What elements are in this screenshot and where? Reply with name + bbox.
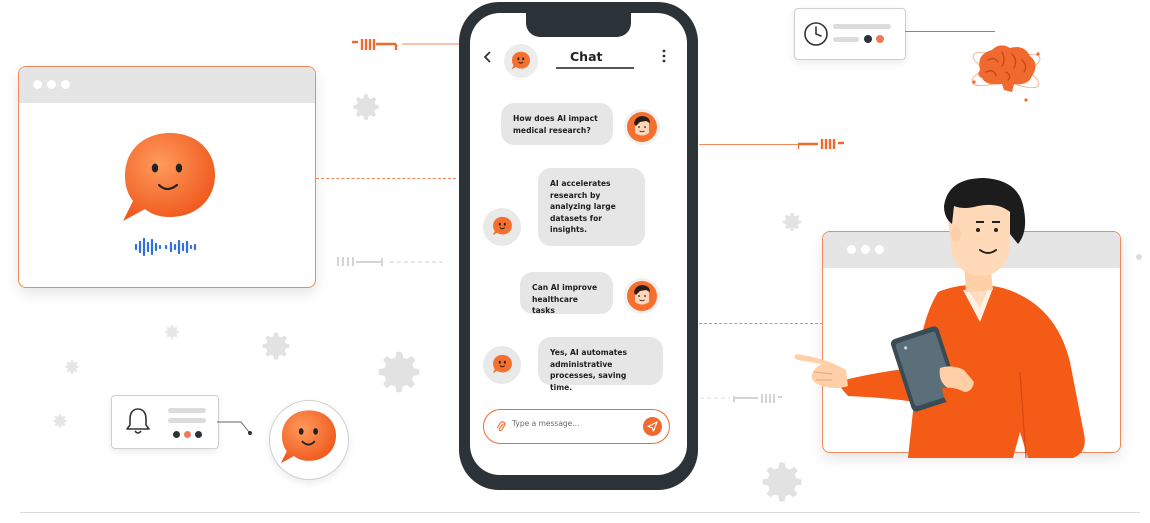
chat-title: Chat — [570, 49, 603, 64]
connector-line — [699, 144, 799, 145]
gear-icon — [262, 332, 290, 360]
connector-line — [217, 421, 252, 435]
bot-chat-icon — [511, 51, 530, 70]
gear-icon — [165, 325, 179, 339]
notification-card — [111, 395, 219, 449]
connector-line — [316, 178, 456, 179]
window-dot — [47, 80, 56, 89]
dot — [173, 431, 180, 438]
dot — [864, 35, 872, 43]
gear-icon — [353, 94, 379, 120]
message-input[interactable] — [512, 419, 622, 428]
window-dot — [875, 245, 884, 254]
gear-icon — [378, 351, 420, 393]
clock-icon — [804, 22, 828, 46]
bot-avatar — [483, 208, 521, 246]
phone-device: Chat How does AI impact medical research… — [459, 2, 698, 490]
message-bubble-user: Can AI improve healthcare tasks — [520, 272, 613, 315]
message-text: Yes, AI automates administrative process… — [550, 348, 628, 392]
bot-chat-icon — [492, 216, 512, 236]
placeholder-line — [833, 37, 859, 42]
clock-card — [794, 8, 906, 60]
window-dot — [61, 80, 70, 89]
send-button[interactable] — [643, 417, 662, 436]
user-face-icon — [627, 112, 657, 142]
send-icon — [647, 421, 658, 432]
ground-line — [20, 512, 1140, 513]
circuit-connector — [352, 39, 460, 50]
man-with-tablet-illustration — [794, 178, 1085, 459]
bot-window — [18, 66, 316, 288]
gear-icon — [762, 462, 802, 502]
circuit-connector — [337, 257, 442, 266]
back-button[interactable] — [482, 49, 492, 68]
circuit-connector — [798, 139, 844, 149]
phone-screen: Chat How does AI impact medical research… — [470, 13, 687, 475]
message-input-box — [483, 409, 670, 444]
bot-chat-icon — [492, 354, 512, 374]
placeholder-line — [168, 408, 206, 413]
voice-wave-icon — [134, 237, 197, 257]
chevron-left-icon — [483, 51, 491, 63]
window-title-bar — [19, 67, 315, 103]
user-avatar — [624, 109, 660, 145]
dot — [1136, 254, 1142, 260]
message-bubble-bot: AI accelerates research by analyzing lar… — [538, 168, 645, 246]
window-dot — [861, 245, 870, 254]
message-text: How does AI impact medical research? — [513, 114, 598, 135]
connector-line — [905, 31, 995, 32]
bot-chat-icon — [123, 133, 215, 221]
dot — [195, 431, 202, 438]
user-avatar — [624, 278, 660, 314]
dot — [876, 35, 884, 43]
bell-icon — [126, 408, 150, 434]
title-underline — [556, 67, 634, 69]
more-options-button[interactable] — [662, 49, 666, 67]
placeholder-line — [833, 24, 891, 29]
window-dot — [33, 80, 42, 89]
message-text: Can AI improve healthcare tasks — [532, 283, 598, 315]
gear-icon — [65, 360, 79, 374]
gear-icon — [53, 414, 67, 428]
user-face-icon — [627, 281, 657, 311]
paperclip-icon[interactable] — [496, 420, 506, 433]
bot-chat-icon — [280, 410, 336, 464]
window-dot — [847, 245, 856, 254]
message-text: AI accelerates research by analyzing lar… — [550, 179, 616, 234]
placeholder-line — [168, 418, 206, 423]
more-vertical-icon — [662, 49, 666, 63]
dot — [184, 431, 191, 438]
circuit-connector — [700, 394, 782, 403]
brain-icon — [971, 45, 1041, 102]
bot-avatar — [483, 346, 521, 384]
phone-notch — [526, 13, 631, 37]
chat-header-avatar — [504, 44, 538, 78]
connector-line — [699, 323, 823, 324]
message-bubble-user: How does AI impact medical research? — [501, 103, 613, 145]
message-bubble-bot: Yes, AI automates administrative process… — [538, 337, 663, 392]
gear-icon — [783, 213, 801, 231]
